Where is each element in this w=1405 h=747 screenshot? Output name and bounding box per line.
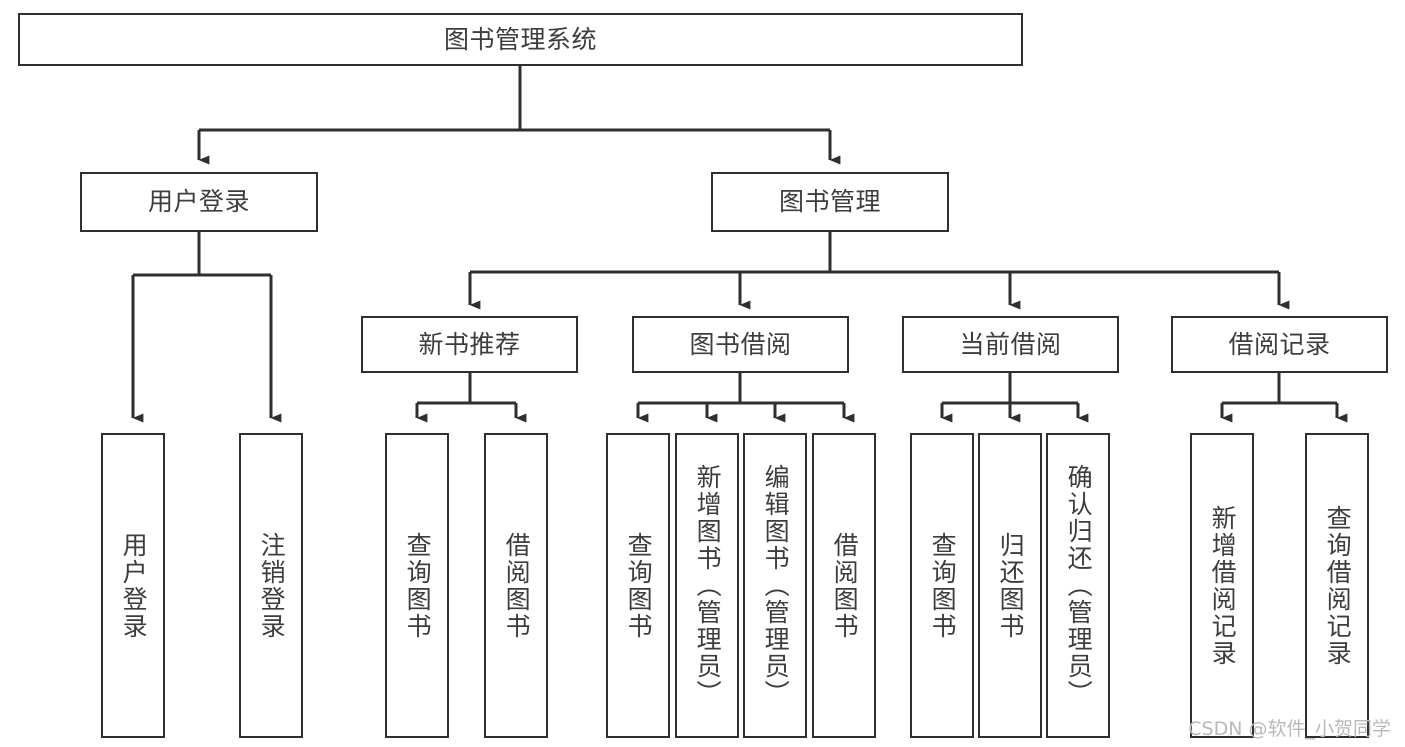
node-root-label: 图书管理系统: [443, 24, 597, 54]
node-current-borrow[interactable]: 当前借阅: [902, 316, 1119, 373]
node-leaf-query-borrow-record[interactable]: 查询借阅记录: [1305, 433, 1369, 738]
node-leaf-user-login-label: 用户登录: [119, 531, 149, 640]
node-leaf-return-book-label: 归还图书: [996, 531, 1026, 640]
node-leaf-borrow-book-2[interactable]: 借阅图书: [812, 433, 876, 738]
node-leaf-logout-login-label: 注销登录: [257, 531, 287, 640]
node-leaf-query-book-3-label: 查询图书: [928, 531, 958, 640]
node-leaf-add-borrow-record-label: 新增借阅记录: [1208, 504, 1238, 667]
node-book-management-label: 图书管理: [778, 187, 881, 217]
node-leaf-query-book-1[interactable]: 查询图书: [385, 433, 449, 738]
node-new-book-recommend-label: 新书推荐: [418, 329, 521, 359]
node-leaf-add-borrow-record[interactable]: 新增借阅记录: [1190, 433, 1254, 738]
node-leaf-edit-book[interactable]: 编辑图书（管理员）: [743, 433, 807, 738]
node-leaf-borrow-book-2-label: 借阅图书: [830, 531, 860, 640]
node-leaf-add-book-label: 新增图书（管理员）: [693, 464, 723, 707]
node-leaf-logout-login[interactable]: 注销登录: [239, 433, 303, 738]
node-root[interactable]: 图书管理系统: [18, 13, 1023, 66]
node-leaf-query-book-2-label: 查询图书: [624, 531, 654, 640]
node-borrow-record[interactable]: 借阅记录: [1171, 316, 1388, 373]
watermark: CSDN @软件_小贺同学: [1188, 718, 1391, 740]
node-leaf-query-book-3[interactable]: 查询图书: [910, 433, 974, 738]
node-book-borrow[interactable]: 图书借阅: [632, 316, 849, 373]
node-leaf-query-book-2[interactable]: 查询图书: [606, 433, 670, 738]
node-leaf-user-login[interactable]: 用户登录: [101, 433, 165, 738]
node-current-borrow-label: 当前借阅: [959, 329, 1062, 359]
node-leaf-query-borrow-record-label: 查询借阅记录: [1323, 504, 1353, 667]
node-leaf-query-book-1-label: 查询图书: [403, 531, 433, 640]
node-user-login[interactable]: 用户登录: [80, 172, 318, 232]
node-user-login-label: 用户登录: [147, 187, 250, 217]
node-leaf-confirm-return-label: 确认归还（管理员）: [1064, 464, 1094, 707]
node-book-management[interactable]: 图书管理: [711, 172, 949, 232]
node-new-book-recommend[interactable]: 新书推荐: [361, 316, 578, 373]
node-leaf-return-book[interactable]: 归还图书: [978, 433, 1042, 738]
node-leaf-add-book[interactable]: 新增图书（管理员）: [675, 433, 739, 738]
node-borrow-record-label: 借阅记录: [1228, 329, 1331, 359]
node-leaf-confirm-return[interactable]: 确认归还（管理员）: [1046, 433, 1110, 738]
node-leaf-edit-book-label: 编辑图书（管理员）: [761, 464, 791, 707]
node-leaf-borrow-book-1-label: 借阅图书: [502, 531, 532, 640]
node-leaf-borrow-book-1[interactable]: 借阅图书: [484, 433, 548, 738]
node-book-borrow-label: 图书借阅: [689, 329, 792, 359]
